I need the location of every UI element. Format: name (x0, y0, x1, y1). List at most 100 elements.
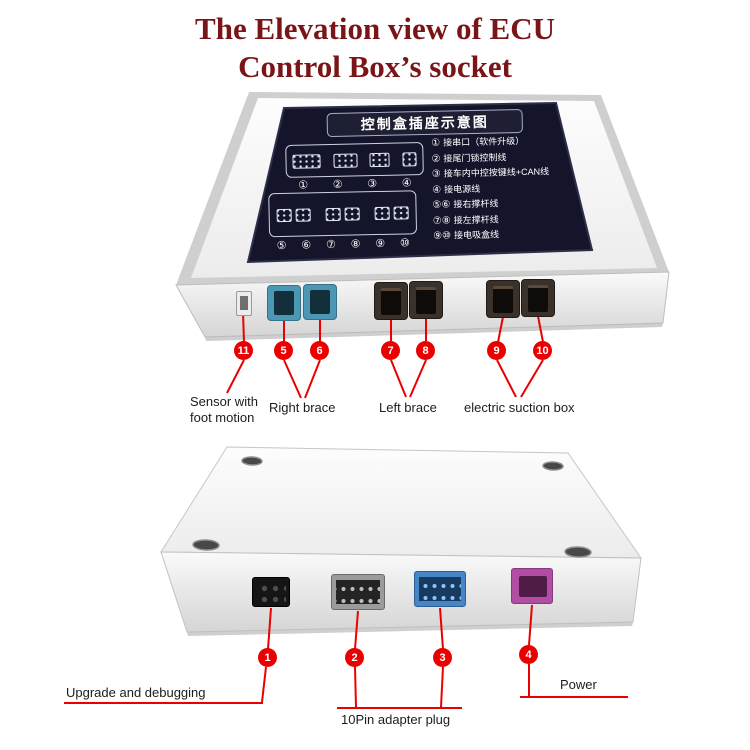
marker-8: 8 (416, 341, 435, 360)
screw-slot (192, 539, 220, 551)
marker-9: 9 (487, 341, 506, 360)
connector-hole (310, 290, 330, 314)
marker-2: 2 (345, 648, 364, 667)
legend-number: ④ (432, 184, 442, 196)
connector-hole (274, 291, 294, 315)
legend-number: ② (431, 153, 441, 165)
marker-1: 1 (258, 648, 277, 667)
label-left-brace: Left brace (379, 400, 437, 415)
connector-pins (256, 581, 286, 603)
connector-port-2 (331, 574, 385, 610)
connector-port-10 (521, 279, 555, 317)
leader-line (226, 359, 245, 394)
connector-icon (344, 206, 360, 221)
marker-4: 4 (519, 645, 538, 664)
connector-icon (276, 208, 293, 222)
socket-diagram-panel: 控制盒插座示意图 ① ② ③ ④ (254, 102, 597, 261)
icon-number: ④ (401, 177, 412, 190)
connector-icon-pair (325, 206, 360, 221)
leader-line (354, 666, 357, 708)
label-sensor-with-foot-motion: Sensor with foot motion (190, 394, 258, 426)
legend-number: ⑦⑧ (432, 214, 451, 227)
legend-text: 接电吸盒线 (453, 229, 500, 241)
legend-text: 接电源线 (444, 183, 481, 195)
leader-line (537, 315, 544, 343)
leader-line (440, 666, 444, 708)
connector-port-6 (303, 284, 337, 320)
icon-number: ⑥ (301, 239, 312, 252)
icon-number: ⑩ (399, 237, 410, 250)
label-right-brace: Right brace (269, 400, 336, 415)
leader-line (528, 604, 533, 646)
legend-text: 接车内中控按键线+CAN线 (443, 166, 550, 179)
leader-lines-bottom (64, 604, 628, 709)
connector-icon (402, 151, 417, 166)
connector-icon (292, 153, 321, 169)
leader-line (261, 666, 267, 703)
bottom-box-top-face (160, 446, 642, 559)
icon-number: ⑨ (375, 237, 386, 251)
connector-port-9 (486, 280, 520, 318)
legend-text: 接尾门锁控制线 (443, 151, 507, 164)
marker-6: 6 (310, 341, 329, 360)
legend-text: 接串口（软件升级） (443, 135, 525, 148)
panel-title: 控制盒插座示意图 (326, 108, 523, 138)
label-10pin-adapter-plug: 10Pin adapter plug (341, 712, 451, 727)
screw-slot (542, 461, 564, 471)
marker-7: 7 (381, 341, 400, 360)
connector-pins (336, 580, 380, 604)
bottom-box-front-face (160, 551, 642, 633)
connector-icon (369, 152, 390, 167)
legend-number: ⑨⑩ (433, 230, 452, 242)
connector-slot (519, 576, 547, 597)
leader-line (520, 359, 544, 398)
page-title-line1: The Elevation view of ECU (195, 11, 555, 46)
connector-icon (295, 207, 312, 222)
connector-icons-row1 (285, 142, 424, 178)
marker-3: 3 (433, 648, 452, 667)
leader-line (354, 610, 359, 650)
connector-hole (493, 286, 513, 313)
connector-port-8 (409, 281, 443, 319)
leader-lines-top (226, 311, 544, 399)
leader-line (267, 607, 272, 650)
legend-number: ⑤⑥ (432, 199, 451, 211)
icon-number: ③ (367, 178, 378, 191)
leader-line (497, 316, 504, 343)
icon-number: ⑦ (325, 238, 337, 252)
leader-line (242, 311, 245, 343)
marker-10: 10 (533, 341, 552, 360)
connector-port-3 (414, 571, 466, 607)
icon-number: ⑧ (350, 238, 361, 251)
leader-line (390, 359, 407, 398)
leader-line (439, 607, 444, 650)
connector-hole (528, 285, 548, 312)
leader-line (304, 359, 321, 399)
socket-diagram-panel-bg (246, 101, 594, 264)
connector-port-5 (267, 285, 301, 321)
screw-slot (241, 456, 263, 466)
bottom-box-bottom-shadow (187, 622, 633, 636)
connector-pins (419, 577, 461, 601)
label-upgrade-and-debugging: Upgrade and debugging (66, 685, 206, 700)
connector-icon-pair (374, 205, 409, 220)
connector-icon (333, 152, 358, 168)
marker-11: 11 (234, 341, 253, 360)
connector-sensor-port-11 (236, 291, 252, 316)
leader-line (496, 359, 517, 398)
legend-number: ① (431, 137, 441, 149)
label-sensor-line2: foot motion (190, 410, 255, 425)
icon-numbers-row2: ⑤ ⑥ ⑦ ⑧ ⑨ ⑩ (269, 236, 417, 252)
leader-line (409, 359, 427, 398)
connector-icons-row2 (268, 190, 418, 238)
connector-slot (240, 296, 248, 310)
page-title: The Elevation view of ECU Control Box’s … (0, 10, 750, 86)
label-electric-suction-box: electric suction box (464, 400, 575, 415)
legend-text: 接左撑杆线 (453, 213, 499, 225)
connector-icon-pair (276, 207, 312, 222)
page-title-line2: Control Box’s socket (238, 48, 512, 84)
screw-slot (564, 546, 592, 558)
